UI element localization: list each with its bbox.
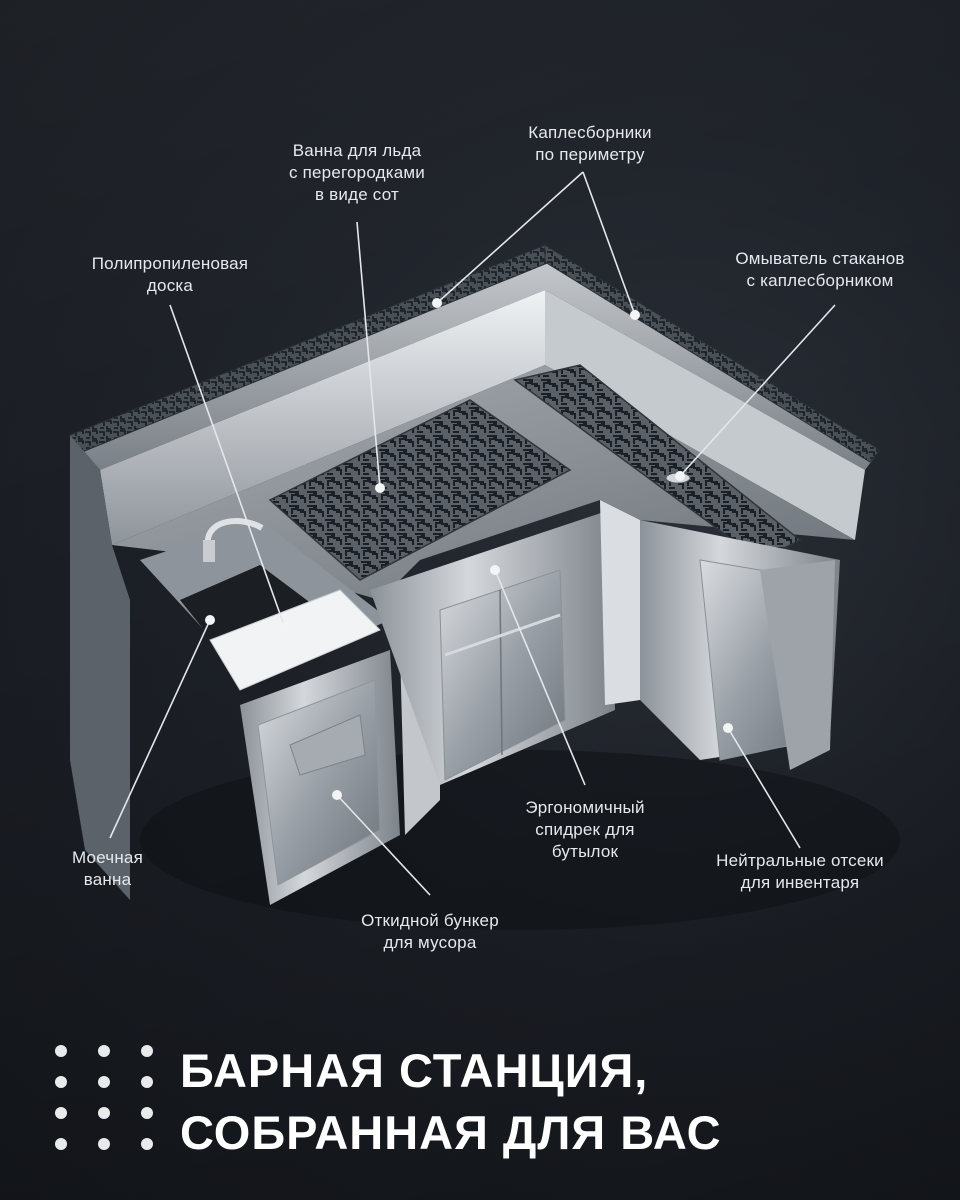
callout-storage-line1: Нейтральные отсеки (716, 851, 884, 870)
callout-speed-rail-line3: бутылок (551, 842, 619, 861)
callout-glass-rinser: Омыватель стаканов с каплесборником (700, 248, 940, 292)
callout-storage: Нейтральные отсеки для инвентаря (685, 850, 915, 894)
callout-board-line2: доска (146, 276, 194, 295)
dot-grid-icon (55, 1045, 165, 1155)
callout-trash-bin: Откидной бункер для мусора (325, 910, 535, 954)
callout-drip-trays-line1: Каплесборники (528, 123, 652, 142)
callout-ice-bath-line1: Ванна для льда (292, 141, 422, 160)
callout-trash-bin-line1: Откидной бункер (361, 911, 499, 930)
title-block: БАРНАЯ СТАНЦИЯ, СОБРАННАЯ ДЛЯ ВАС (55, 1040, 935, 1170)
callout-sink-line2: ванна (83, 870, 132, 889)
page-title-line2: СОБРАННАЯ ДЛЯ ВАС (180, 1106, 722, 1159)
callout-ice-bath: Ванна для льда с перегородками в виде со… (262, 140, 452, 206)
callout-sink: Моечная ванна (50, 847, 165, 891)
callout-storage-line2: для инвентаря (740, 873, 860, 892)
page-title-line1: БАРНАЯ СТАНЦИЯ, (180, 1044, 649, 1097)
callout-speed-rail-line2: спидрек для (535, 820, 635, 839)
callout-speed-rail: Эргономичный спидрек для бутылок (490, 797, 680, 863)
callout-glass-rinser-line1: Омыватель стаканов (735, 249, 905, 268)
callout-board-line1: Полипропиленовая (91, 254, 249, 273)
callout-glass-rinser-line2: с каплесборником (746, 271, 894, 290)
callout-speed-rail-line1: Эргономичный (525, 798, 645, 817)
callout-trash-bin-line2: для мусора (383, 933, 477, 952)
callout-drip-trays: Каплесборники по периметру (490, 122, 690, 166)
callout-ice-bath-line2: с перегородками (289, 163, 425, 182)
callout-sink-line1: Моечная (71, 848, 143, 867)
callout-board: Полипропиленовая доска (55, 253, 285, 297)
page-title: БАРНАЯ СТАНЦИЯ, СОБРАННАЯ ДЛЯ ВАС (180, 1040, 722, 1164)
callout-drip-trays-line2: по периметру (535, 145, 645, 164)
callout-ice-bath-line3: в виде сот (315, 185, 399, 204)
